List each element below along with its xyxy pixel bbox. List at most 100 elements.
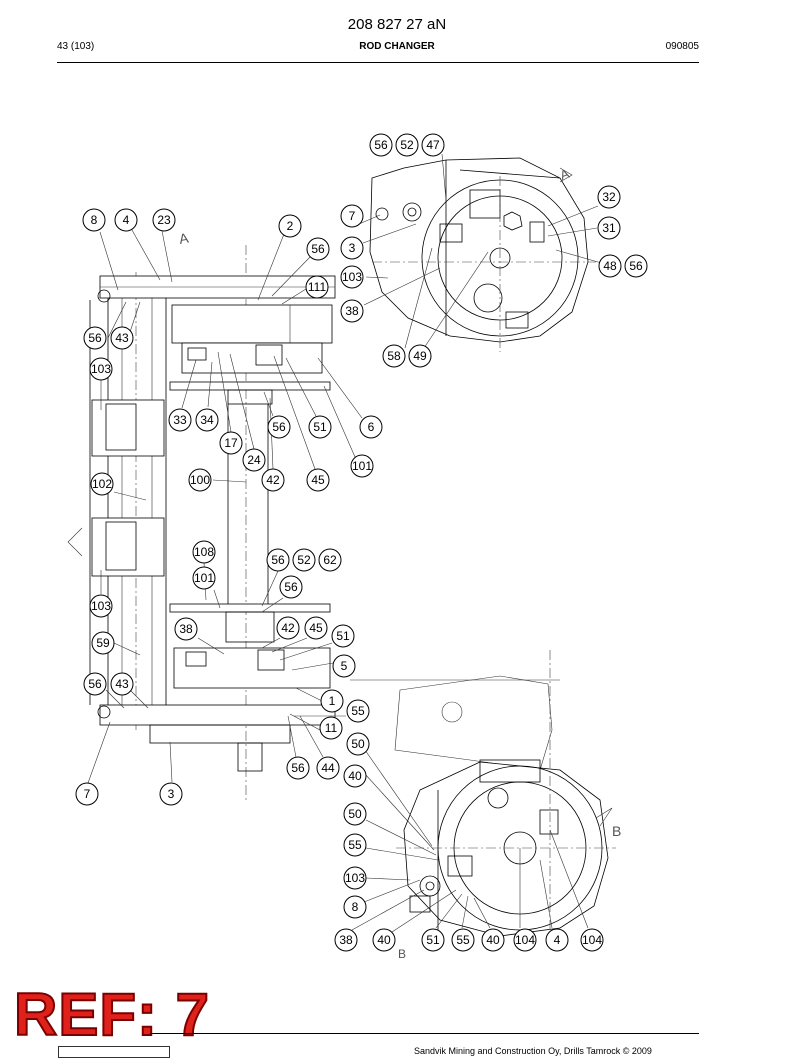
balloon-label: 31 [602, 221, 616, 235]
balloon: 31 [597, 216, 621, 240]
balloon: 47 [421, 133, 445, 157]
balloon: 32 [597, 185, 621, 209]
balloon-label: 11 [325, 721, 338, 735]
balloon: 6 [359, 415, 383, 439]
balloon: 51 [421, 928, 445, 952]
balloon: 33 [168, 408, 192, 432]
balloon-label: 56 [272, 420, 286, 434]
balloon-label: 103 [345, 871, 365, 885]
section-mark-a-side: A [178, 229, 191, 246]
balloon-label: 104 [515, 933, 535, 947]
balloon-label: 101 [352, 459, 372, 473]
balloon: 45 [306, 468, 330, 492]
document-number: 208 827 27 aN [347, 16, 447, 33]
balloon: 103 [89, 357, 113, 381]
balloon-label: 8 [91, 213, 98, 227]
balloon: 56 [83, 672, 107, 696]
balloon-label: 3 [168, 787, 175, 801]
balloon-label: 101 [194, 571, 214, 585]
balloon: 50 [343, 802, 367, 826]
balloon: 4 [545, 928, 569, 952]
balloon: 52 [395, 133, 419, 157]
balloon-label: 40 [348, 769, 362, 783]
balloon-label: 51 [313, 420, 327, 434]
balloon-label: 45 [311, 473, 325, 487]
balloon: 44 [316, 756, 340, 780]
end-view-top [369, 157, 596, 352]
balloon-label: 102 [92, 477, 112, 491]
balloon-label: 33 [173, 413, 187, 427]
balloon-label: 100 [190, 473, 210, 487]
footer-rule [150, 1033, 699, 1034]
page-number: 43 (103) [57, 41, 95, 52]
balloon-label: 42 [281, 621, 295, 635]
balloon-label: 56 [88, 677, 102, 691]
balloon: 101 [192, 566, 216, 590]
balloon: 103 [343, 866, 367, 890]
end-view-bottom [350, 650, 616, 940]
balloon-label: 1 [329, 694, 336, 708]
balloon: 104 [580, 928, 604, 952]
section-mark-b-right: B [612, 823, 621, 839]
balloon: 38 [340, 299, 364, 323]
balloon: 50 [346, 732, 370, 756]
balloon: 55 [451, 928, 475, 952]
balloon-label: 3 [349, 241, 356, 255]
balloon: 2 [278, 214, 302, 238]
balloon: 100 [188, 468, 212, 492]
document-code: 090805 [665, 41, 699, 52]
balloon-label: 56 [291, 761, 305, 775]
balloon-label: 40 [377, 933, 391, 947]
balloon-label: 59 [96, 636, 110, 650]
balloon-label: 34 [200, 413, 214, 427]
balloon-label: 50 [351, 737, 365, 751]
balloon-label: 7 [84, 787, 91, 801]
balloon-label: 2 [287, 219, 294, 233]
balloon: 56 [286, 756, 310, 780]
balloon: 42 [276, 616, 300, 640]
balloon: 49 [408, 344, 432, 368]
balloon-label: 38 [345, 304, 359, 318]
balloon: 11 [319, 716, 343, 740]
balloon-label: 8 [352, 900, 359, 914]
balloon-label: 42 [266, 473, 280, 487]
balloon-label: 44 [321, 761, 335, 775]
balloon-label: 104 [582, 933, 602, 947]
balloon: 59 [91, 631, 115, 655]
balloon: 43 [110, 672, 134, 696]
balloon: 51 [308, 415, 332, 439]
balloon: 40 [372, 928, 396, 952]
stamp-frame [58, 1046, 170, 1058]
balloon: 7 [75, 782, 99, 806]
balloon-label: 55 [351, 704, 365, 718]
balloon-label: 50 [348, 807, 362, 821]
balloon: 7 [340, 204, 364, 228]
balloon: 8 [343, 895, 367, 919]
section-mark-b-bottom: B [398, 947, 406, 961]
balloon: 38 [334, 928, 358, 952]
balloon-label: 23 [157, 213, 171, 227]
balloon: 4 [114, 208, 138, 232]
balloon: 55 [346, 699, 370, 723]
balloon-label: 24 [247, 453, 261, 467]
balloon-label: 55 [456, 933, 470, 947]
balloon-label: 6 [368, 420, 375, 434]
balloon-label: 108 [194, 545, 214, 559]
balloon: 56 [369, 133, 393, 157]
balloon: 38 [174, 617, 198, 641]
balloon: 3 [159, 782, 183, 806]
balloon: 103 [89, 594, 113, 618]
balloon: 56 [306, 237, 330, 261]
balloon-label: 38 [179, 622, 193, 636]
balloon: 103 [340, 265, 364, 289]
balloon: 56 [624, 254, 648, 278]
balloon-label: 45 [309, 621, 323, 635]
balloon: 8 [82, 208, 106, 232]
balloon-label: 55 [348, 838, 362, 852]
balloon: 45 [304, 616, 328, 640]
balloon-label: 56 [284, 580, 298, 594]
balloon-label: 111 [308, 280, 327, 294]
balloon-label: 52 [297, 553, 311, 567]
balloon-label: 32 [602, 190, 616, 204]
